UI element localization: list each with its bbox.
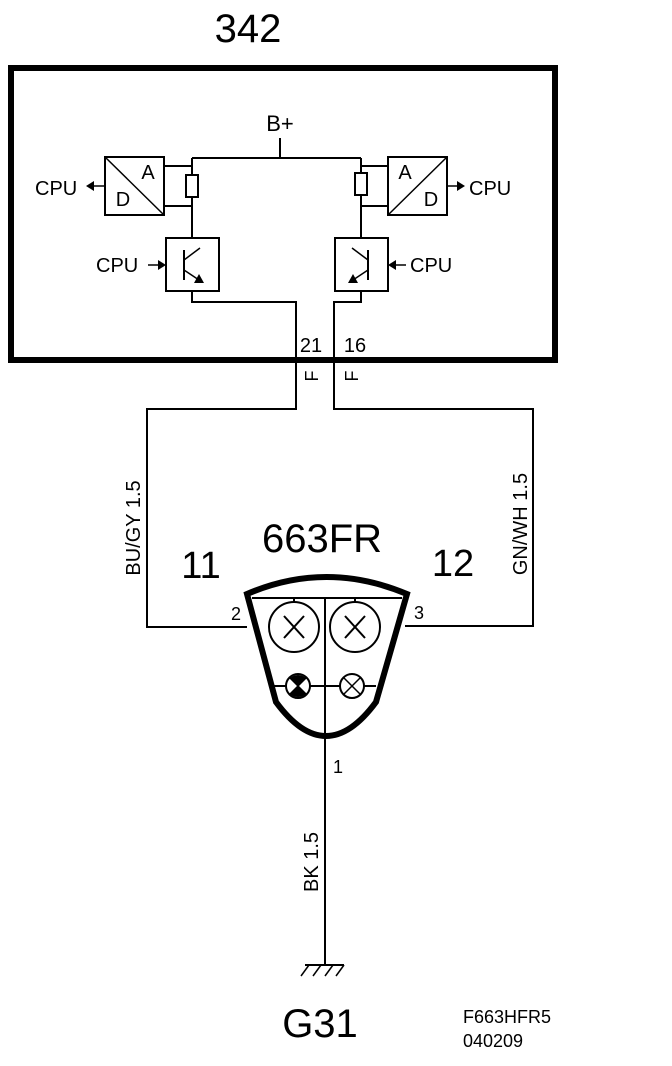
adc-right-d: D: [424, 189, 438, 211]
pin-right-type: F: [342, 371, 362, 382]
arrow-left-icon: [388, 260, 396, 270]
bulb-right-icon: [329, 601, 381, 653]
module-id-label: 342: [215, 7, 282, 51]
footer-date: 040209: [463, 1031, 523, 1051]
ground-id-label: G31: [282, 1002, 358, 1046]
transistor-left-icon: [165, 237, 220, 292]
lamp-pin-1: 1: [333, 757, 343, 777]
adc-right-a: A: [398, 162, 412, 184]
bulb-left-icon: [268, 601, 320, 653]
transistor-left-output-wire: [191, 291, 297, 360]
adc-left-a: A: [141, 162, 155, 184]
pin-left-type: F: [302, 371, 322, 382]
cpu-label-mid-left: CPU: [96, 255, 138, 277]
adc-right: A D: [387, 156, 448, 216]
resistor-right-icon: [354, 172, 368, 196]
arrow-right-icon: [457, 181, 465, 191]
pin-16-label: 16: [344, 335, 366, 357]
module-enclosure: [8, 65, 558, 363]
cpu-label-top-left: CPU: [35, 178, 77, 200]
indicator-open-icon: [339, 673, 365, 699]
footer-code: F663HFR5: [463, 1007, 551, 1027]
wire-ground-label: BK 1.5: [301, 832, 323, 892]
transistor-right-icon: [334, 237, 389, 292]
lamp-left-number: 11: [181, 545, 220, 587]
lamp-right-number: 12: [432, 543, 474, 585]
indicator-filled-icon: [285, 673, 311, 699]
wire-gn-wh: [333, 360, 534, 627]
arrow-left-icon: [86, 181, 94, 191]
resistor-left-icon: [185, 174, 199, 198]
transistor-right-output-wire: [333, 291, 362, 360]
pin-21-label: 21: [300, 335, 322, 357]
wire-left-label: BU/GY 1.5: [123, 480, 145, 575]
adc-left: A D: [104, 156, 165, 216]
wire-right-label: GN/WH 1.5: [510, 473, 532, 575]
cpu-label-mid-right: CPU: [410, 255, 452, 277]
lamp-pin-3: 3: [414, 603, 424, 623]
ground-icon: [300, 964, 345, 977]
adc-left-d: D: [116, 189, 130, 211]
supply-label: B+: [266, 111, 294, 136]
wire-bu-gy: [146, 360, 297, 628]
lamp-id-label: 663FR: [262, 517, 382, 561]
cpu-label-top-right: CPU: [469, 178, 511, 200]
arrow-right-icon: [158, 260, 166, 270]
lamp-housing: [243, 574, 411, 739]
lamp-pin-2: 2: [231, 604, 241, 624]
